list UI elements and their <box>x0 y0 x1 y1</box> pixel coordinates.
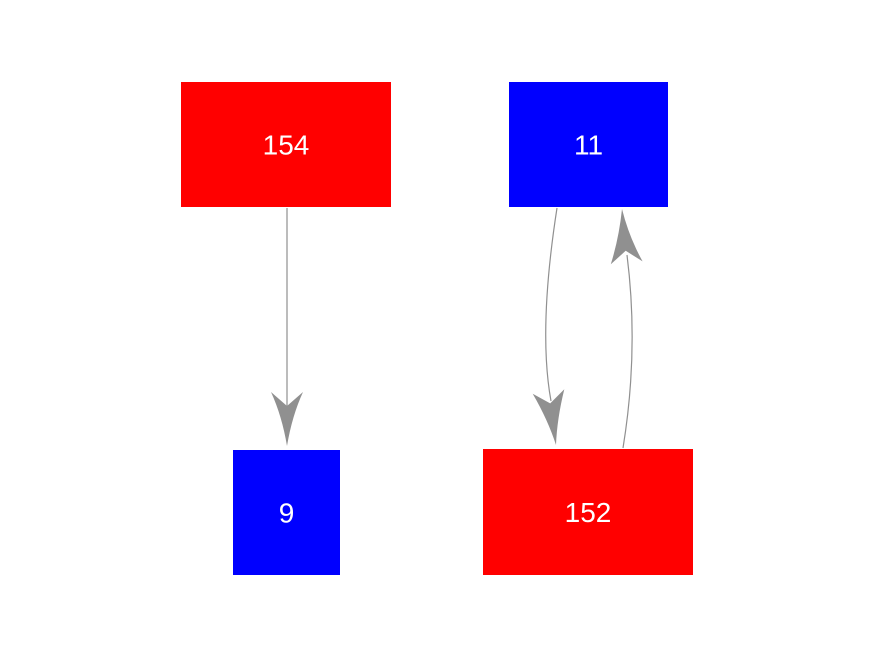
node-152: 152 <box>483 449 693 575</box>
node-box-152 <box>483 449 693 575</box>
node-9: 9 <box>233 450 340 575</box>
arrowhead-icon-154-to-9 <box>271 392 303 446</box>
node-label: 11 <box>574 130 603 161</box>
edge-11-to-152 <box>545 207 558 402</box>
node-box-154 <box>181 82 391 207</box>
node-label: 152 <box>565 497 612 528</box>
node-label: 154 <box>263 130 310 161</box>
arrowhead-icon-152-to-11 <box>610 209 643 265</box>
node-box-9 <box>233 450 340 575</box>
node-154: 154 <box>181 82 391 207</box>
node-11: 11 <box>509 82 668 207</box>
node-box-11 <box>509 82 668 207</box>
node-label: 9 <box>279 498 295 529</box>
edge-152-to-11 <box>622 254 633 449</box>
arrowhead-icon-11-to-152 <box>532 389 565 445</box>
